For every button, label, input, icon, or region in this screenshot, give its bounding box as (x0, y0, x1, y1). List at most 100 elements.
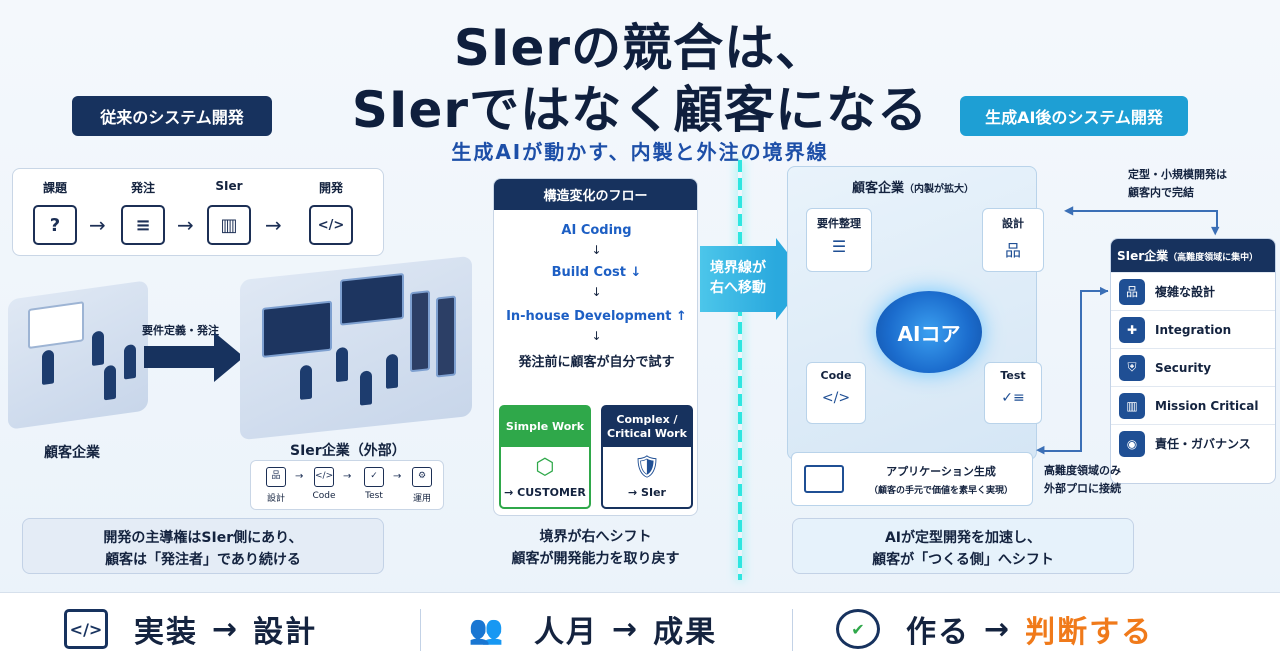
flow-label-issue: 課題 (42, 181, 67, 195)
simple-work-title: Simple Work (501, 407, 589, 447)
sier-panel-subtitle: （高難度領域に集中） (1168, 253, 1259, 263)
mini-flow-label: 運用 (412, 494, 431, 504)
sier-item-governance: ◉責任・ガバナンス (1111, 424, 1275, 462)
test-label: Test (1000, 369, 1026, 382)
legacy-note-line-2: 顧客は「発注者」であり続ける (105, 552, 301, 568)
arrow-icon: → (265, 213, 282, 237)
gear-icon: ⚙ (412, 467, 432, 487)
requirements-label: 要件整理 (817, 217, 861, 230)
sier-process-flow: 品設計 → </>Code → ✓Test → ⚙運用 (250, 460, 444, 510)
code-icon: </> (821, 390, 851, 406)
server-rack-icon (410, 290, 430, 373)
order-arrow-head (214, 332, 244, 382)
flow-header: 構造変化のフロー (494, 179, 697, 210)
divider (420, 609, 421, 651)
takeaway-to: 設計 (253, 615, 318, 650)
flow-label-development: 開発 (318, 181, 343, 195)
head-check-icon: ✔ (836, 609, 880, 649)
ai-core: AIコア (876, 291, 982, 373)
code-icon: </> (314, 467, 334, 487)
boundary-shift-arrow: 境界線が 右へ移動 (700, 246, 776, 312)
test-card: Test ✓≡ (984, 362, 1042, 424)
panel-title: 顧客企業 (851, 181, 904, 196)
arrow-icon: → (177, 213, 194, 237)
arrow-icon: → (393, 471, 402, 482)
shift-label-line-1: 境界線が (710, 260, 766, 276)
center-summary-note: 境界が右へシフト 顧客が開発能力を取り戻す (493, 526, 698, 570)
question-icon: ? (33, 205, 77, 245)
takeaway-implementation-design: </> 実装 → 設計 (64, 607, 317, 651)
flow-step-in-house: In-house Development ↑ (506, 309, 687, 324)
code-window-icon: </> (64, 609, 108, 649)
requirements-order-label: 要件定義・発注 (142, 324, 219, 337)
post-ai-note-line-1: AIが定型開発を加速し、 (884, 530, 1042, 546)
arrow-icon: → (295, 471, 304, 482)
hierarchy-icon: 品 (266, 467, 286, 487)
post-ai-summary-note: AIが定型開発を加速し、 顧客が「つくる側」へシフト (792, 518, 1134, 574)
sier-office-illustration (240, 255, 472, 441)
boundary-line (738, 160, 742, 580)
legacy-development-pill: 従来のシステム開発 (72, 96, 272, 136)
code-icon: </> (309, 205, 353, 245)
chart-board-icon (28, 301, 84, 350)
code-screen-icon (340, 272, 404, 326)
person-icon (42, 349, 54, 386)
down-arrow-icon: ↓ (591, 243, 602, 257)
checklist-icon: ✓≡ (1001, 390, 1025, 406)
arrow-right-icon: ▶ (1100, 284, 1109, 297)
server-rack-icon (436, 295, 456, 378)
arrow-left-icon: ◀ (1036, 443, 1045, 456)
checklist-icon: ☰ (831, 237, 847, 256)
cube-icon: ⬡ (535, 455, 555, 480)
person-icon (360, 370, 372, 406)
shift-label-line-2: 右へ移動 (710, 280, 766, 296)
sier-focus-panel: SIer企業（高難度領域に集中） 品複雑な設計 ✚Integration ⛨Se… (1110, 238, 1276, 484)
person-icon (92, 330, 104, 367)
takeaway-manmonth-results: 👥 人月 → 成果 (464, 607, 717, 651)
arrow-icon: → (343, 471, 352, 482)
person-icon (124, 343, 136, 380)
person-icon: ◉ (1119, 430, 1145, 457)
people-icon: 👥 (468, 612, 504, 646)
complex-work-title: Complex / Critical Work (603, 407, 691, 447)
down-arrow-icon: ↓ (591, 329, 602, 343)
subtitle: 生成AIが動かす、内製と外注の境界線 (451, 140, 829, 164)
arrow-icon: → (212, 611, 240, 647)
title-line-1: SIerの競合は、 (453, 19, 827, 77)
legacy-flow-box: 課題 ? → 発注 ≡ → SIer ▥ → 開発 </> (12, 168, 384, 256)
expert-note-line-1: 高難度領域のみ (1044, 464, 1121, 477)
person-icon (104, 364, 116, 401)
takeaway-from: 実装 (134, 615, 198, 650)
arrow-left-icon: ◀ (1064, 203, 1074, 217)
mini-flow-label: Code (312, 491, 336, 501)
divider (792, 609, 793, 651)
sier-item-security: ⛨Security (1111, 348, 1275, 386)
code-label: Code (820, 369, 852, 382)
connector-line (1044, 450, 1082, 452)
document-icon: ≡ (121, 205, 165, 245)
requirements-card: 要件整理 ☰ (806, 208, 872, 272)
building-icon: ▥ (207, 205, 251, 245)
title-line-2: SIerではなく顧客になる (351, 81, 929, 139)
routine-work-note: 定型・小規模開発は 顧客内で完結 (1128, 166, 1227, 202)
legacy-note-line-1: 開発の主導権はSIer側にあり、 (103, 530, 303, 546)
flow-step-build-cost: Build Cost ↓ (551, 265, 642, 280)
connector-line (1080, 290, 1082, 450)
panel-subtitle: （内製が拡大） (904, 184, 974, 195)
arrow-down-icon: ▼ (1211, 224, 1220, 237)
order-arrow (144, 346, 220, 368)
center-note-line-1: 境界が右へシフト (539, 529, 652, 545)
connector-line (1216, 210, 1218, 230)
post-ai-note-line-2: 顧客が「つくる側」へシフト (872, 552, 1054, 568)
customer-label: 顧客企業 (44, 445, 100, 461)
expert-connect-note: 高難度領域のみ 外部プロに接続 (1044, 462, 1121, 498)
sier-item-label: Security (1155, 360, 1212, 375)
mini-flow-label: 設計 (266, 494, 285, 504)
connector-line (1070, 210, 1218, 212)
sier-item-complex-design: 品複雑な設計 (1111, 272, 1275, 310)
design-label: 設計 (1002, 217, 1024, 230)
sier-external-label: SIer企業（外部） (290, 443, 406, 459)
shield-icon: 🛡 (633, 455, 661, 480)
routine-note-line-2: 顧客内で完結 (1128, 186, 1194, 199)
takeaway-to: 判断する (1025, 615, 1154, 650)
